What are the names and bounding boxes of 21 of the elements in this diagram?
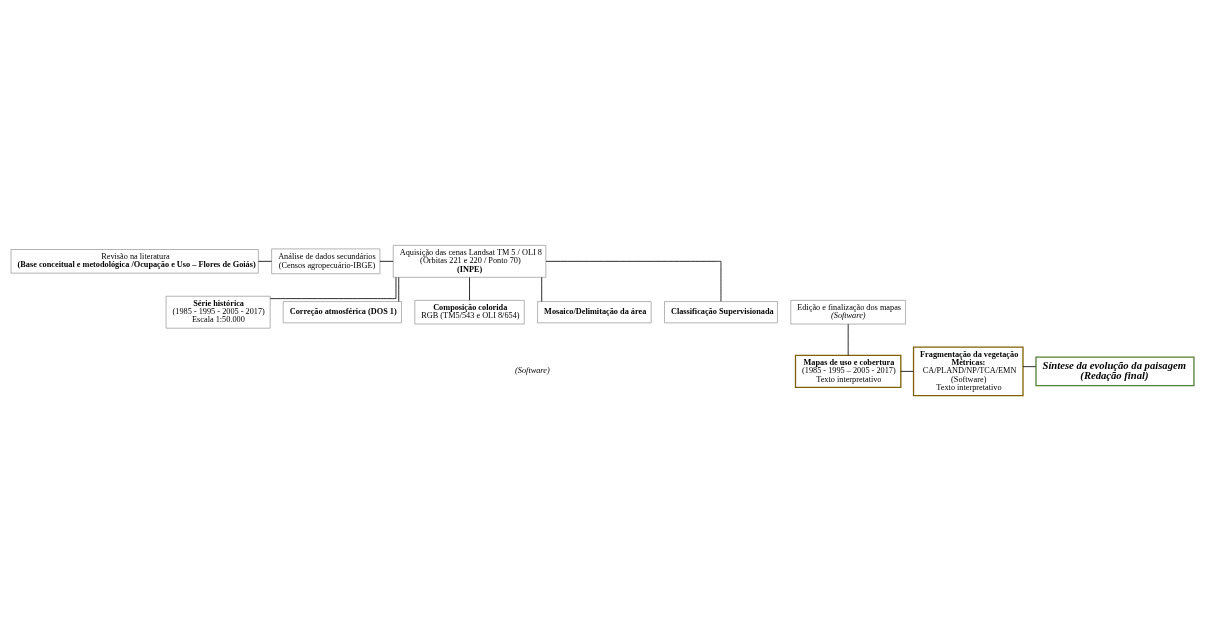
connector xyxy=(469,277,470,301)
node-box: Mapas de uso e cobertura (1985 - 1995 – 2005 - 2017) Texto interpretativo xyxy=(794,354,902,388)
node-box: Composição colorida RGB (TM5/543 e OLI 8/654) xyxy=(414,300,525,325)
node-box: Fragmentação da vegetação Métricas: CA/PLAND/NP/TCA/EMN (Software) Texto interpretativo xyxy=(912,346,1024,397)
node-box: Correção atmosférica (DOS 1) xyxy=(282,301,402,324)
connector xyxy=(379,260,394,262)
connector xyxy=(541,277,543,302)
node-box: Mosaico/Delimitação da área xyxy=(537,301,652,324)
node-box: Edição e finalização dos mapas (Software) xyxy=(790,300,906,325)
connector xyxy=(545,260,722,302)
node-box: Aquisição das cenas Landsat TM 5 / OLI 8 (Órbitas 221 e 220 / Ponto 70) (INPE) xyxy=(392,245,547,278)
node-box: Análise de dados secundários (Censos agropecuário-IBGE) xyxy=(271,248,381,275)
node-box: Síntese da evolução da paisagem (Redação final) xyxy=(1035,356,1195,387)
connector xyxy=(1022,366,1037,368)
connector xyxy=(269,276,397,300)
connector xyxy=(900,370,914,372)
node-box: Revisão na literatura (Base conceitual e metodológica /Ocupação e Uso – Flores de Goiás) xyxy=(10,249,259,274)
node-box: Série histórica (1985 - 1995 - 2005 - 2017) Escala 1:50.000 xyxy=(165,295,271,329)
connector xyxy=(258,260,273,262)
node-box: Classificação Supervisionada xyxy=(664,301,778,324)
label: (Software) xyxy=(515,365,550,375)
